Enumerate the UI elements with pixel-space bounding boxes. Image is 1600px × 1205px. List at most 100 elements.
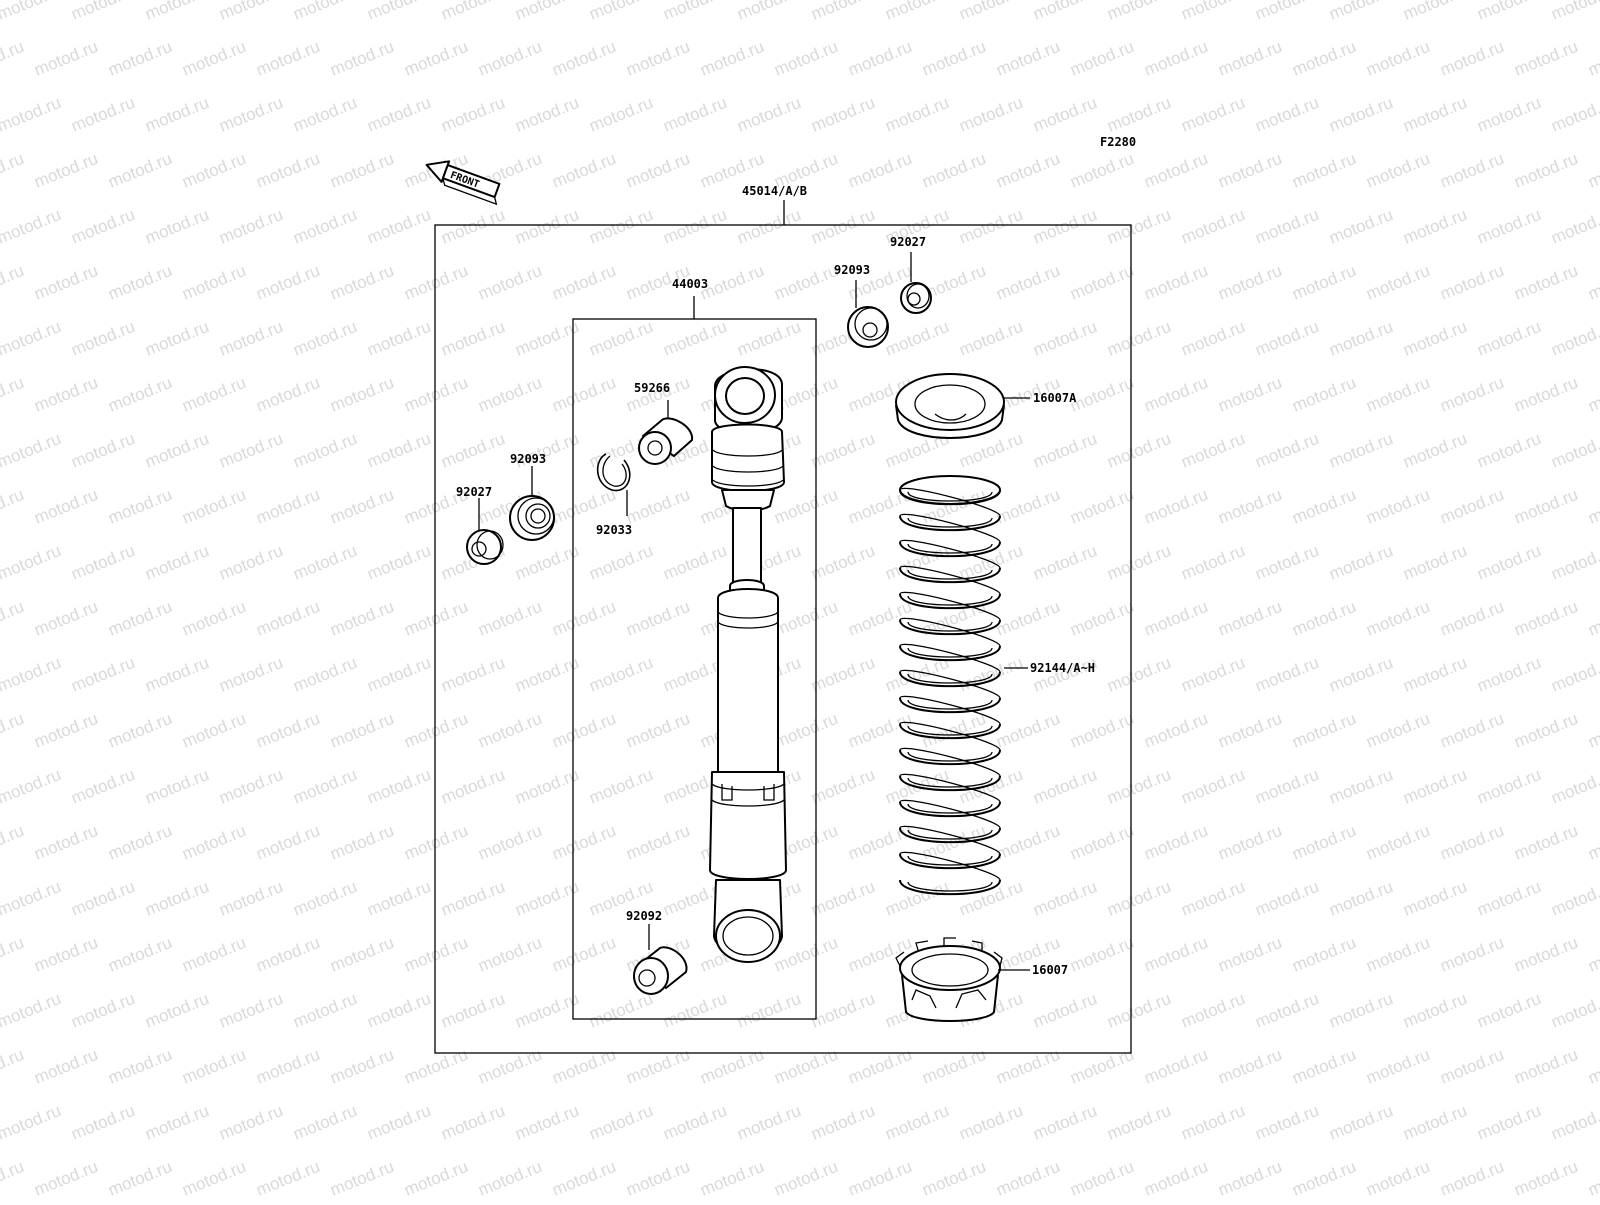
shock-unit-box	[572, 296, 817, 1020]
watermark-text: motod.ru	[549, 149, 618, 192]
watermark-text: motod.ru	[1585, 709, 1600, 752]
watermark-text: motod.ru	[956, 205, 1025, 248]
watermark-text: motod.ru	[845, 821, 914, 864]
watermark-text: motod.ru	[290, 1101, 359, 1144]
watermark-text: motod.ru	[1548, 877, 1600, 920]
adjuster-nut-16007	[895, 937, 1030, 1022]
watermark-text: motod.ru	[253, 373, 322, 416]
watermark-text: motod.ru	[31, 709, 100, 752]
watermark-text: motod.ru	[216, 0, 285, 24]
watermark-text: motod.ru	[1141, 821, 1210, 864]
watermark-text: motod.ru	[401, 1045, 470, 1088]
label-washer-right: 92027	[890, 235, 926, 249]
label-spring-seat-top: 16007A	[1033, 391, 1077, 405]
label-assembly: 45014/A/B	[742, 184, 807, 198]
watermark-text: motod.ru	[1548, 205, 1600, 248]
watermark-text: motod.ru	[438, 765, 507, 808]
watermark-text: motod.ru	[142, 541, 211, 584]
watermark-text: motod.ru	[586, 317, 655, 360]
watermark-text: motod.ru	[1104, 653, 1173, 696]
label-collar-bottom: 92092	[626, 909, 662, 923]
watermark-text: motod.ru	[993, 1045, 1062, 1088]
watermark-text: motod.ru	[290, 989, 359, 1032]
watermark-text: motod.ru	[697, 1157, 766, 1200]
watermark-text: motod.ru	[1215, 261, 1284, 304]
watermark-text: motod.ru	[1067, 1045, 1136, 1088]
watermark-text: motod.ru	[438, 877, 507, 920]
watermark-text: motod.ru	[808, 0, 877, 24]
spring-coil-inner	[907, 855, 993, 866]
spring-coil-front	[899, 723, 1001, 740]
watermark-text: motod.ru	[1215, 933, 1284, 976]
watermark-text: motod.ru	[1067, 261, 1136, 304]
label-washer-left: 92027	[456, 485, 492, 499]
watermark-text: motod.ru	[1326, 205, 1395, 248]
watermark-text: motod.ru	[1141, 37, 1210, 80]
watermark-text: motod.ru	[142, 317, 211, 360]
watermark-text: motod.ru	[1437, 821, 1506, 864]
watermark-text: motod.ru	[216, 205, 285, 248]
watermark-text: motod.ru	[475, 821, 544, 864]
watermark-text: motod.ru	[549, 709, 618, 752]
watermark-text: motod.ru	[993, 485, 1062, 528]
watermark-text: motod.ru	[364, 765, 433, 808]
watermark-text: motod.ru	[586, 205, 655, 248]
watermark-text: motod.ru	[68, 1101, 137, 1144]
watermark-text: motod.ru	[1178, 989, 1247, 1032]
watermark-text: motod.ru	[0, 877, 64, 920]
watermark-text: motod.ru	[623, 1045, 692, 1088]
watermark-text: motod.ru	[1215, 597, 1284, 640]
watermark-text: motod.ru	[401, 597, 470, 640]
watermark-text: motod.ru	[549, 485, 618, 528]
watermark-text: motod.ru	[401, 1157, 470, 1200]
watermark-text: motod.ru	[1215, 821, 1284, 864]
watermark-text: motod.ru	[549, 37, 618, 80]
watermark-text: motod.ru	[253, 37, 322, 80]
watermark-text: motod.ru	[1474, 429, 1543, 472]
watermark-text: motod.ru	[216, 317, 285, 360]
watermark-text: motod.ru	[1400, 1101, 1469, 1144]
watermark-text: motod.ru	[1400, 93, 1469, 136]
spring-coil-inner	[907, 829, 993, 840]
watermark-text: motod.ru	[0, 485, 27, 528]
watermark-text: motod.ru	[216, 429, 285, 472]
watermark-text: motod.ru	[1363, 1045, 1432, 1088]
watermark-text: motod.ru	[919, 149, 988, 192]
watermark-text: motod.ru	[105, 149, 174, 192]
watermark-text: motod.ru	[327, 37, 396, 80]
watermark-text: motod.ru	[586, 765, 655, 808]
spring-coil-front	[899, 619, 1001, 636]
spring-coil-back	[899, 643, 1001, 673]
watermark-text: motod.ru	[290, 93, 359, 136]
watermark-text: motod.ru	[1326, 93, 1395, 136]
watermark-text: motod.ru	[660, 1101, 729, 1144]
watermark-text: motod.ru	[1215, 1157, 1284, 1200]
label-shock-unit: 44003	[672, 277, 708, 291]
spring-coil-front	[899, 827, 1001, 844]
watermark-text: motod.ru	[1178, 877, 1247, 920]
label-circlip: 92033	[596, 523, 632, 537]
watermark-text: motod.ru	[919, 709, 988, 752]
watermark-text: motod.ru	[1437, 933, 1506, 976]
watermark-text: motod.ru	[697, 1045, 766, 1088]
watermark-text: motod.ru	[105, 597, 174, 640]
watermark-text: motod.ru	[1363, 933, 1432, 976]
spring-coil-inner	[907, 725, 993, 736]
watermark-text: motod.ru	[1511, 373, 1580, 416]
watermark-text: motod.ru	[290, 541, 359, 584]
watermark-text: motod.ru	[512, 877, 581, 920]
watermark-text: motod.ru	[549, 597, 618, 640]
watermark-text: motod.ru	[364, 205, 433, 248]
watermark-text: motod.ru	[1437, 149, 1506, 192]
watermark-text: motod.ru	[0, 821, 27, 864]
watermark-text: motod.ru	[1289, 709, 1358, 752]
watermark-text: motod.ru	[771, 1157, 840, 1200]
watermark-text: motod.ru	[1363, 149, 1432, 192]
watermark-text: motod.ru	[1326, 317, 1395, 360]
watermark-text: motod.ru	[142, 989, 211, 1032]
watermark-text: motod.ru	[1511, 821, 1580, 864]
watermark-text: motod.ru	[142, 93, 211, 136]
watermark-text: motod.ru	[771, 1045, 840, 1088]
label-adjuster-nut: 16007	[1032, 963, 1068, 977]
